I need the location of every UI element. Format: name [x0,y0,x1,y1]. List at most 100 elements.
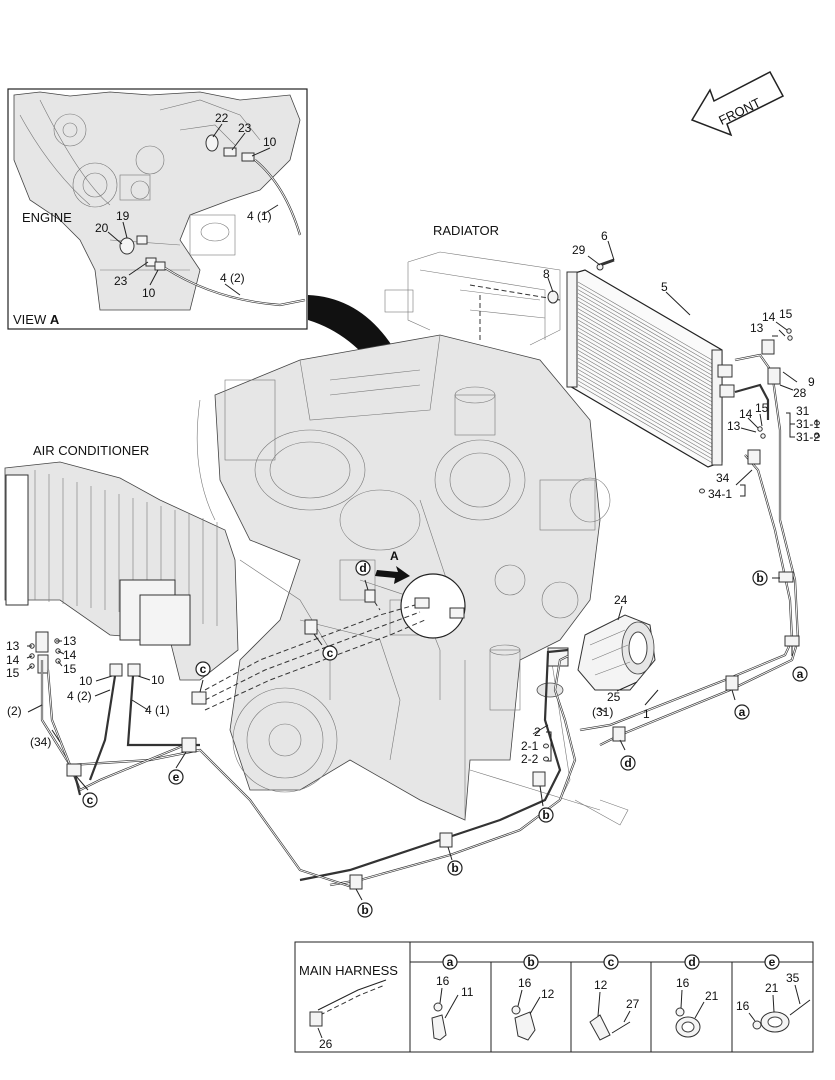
svg-text:a: a [797,667,804,681]
clamp-b-detail: 16 12 [511,976,555,1041]
clamp-d-detail: 16 21 [675,976,719,1038]
label-25: 25 [607,690,621,704]
hose-clamps [66,571,800,890]
label-31-2: 31-2 [796,430,820,444]
clamp-a-part-11: 11 [461,985,474,999]
svg-text:b: b [542,808,549,822]
label-15-top: 15 [779,307,793,321]
clamp-c-detail: 12 27 [589,978,640,1041]
clamp-b-part-12: 12 [541,987,555,1001]
table-header-b: b [499,954,563,970]
callout-c: c [82,792,98,808]
label-6: 6 [601,229,608,243]
air-conditioner-label: AIR CONDITIONER [33,443,149,458]
label-34: 34 [716,471,730,485]
ac-label-10-right: 10 [151,673,165,687]
svg-text:b: b [361,903,368,917]
label-8: 8 [543,267,550,281]
table-header-a: a [418,954,482,970]
inset-label-4-2: 4 (2) [220,271,245,285]
label-13-mid: 13 [727,419,741,433]
view-a-inset: 22 23 10 4 (1) ENGINE 19 20 23 10 4 (2) … [7,88,308,330]
clamp-e-part-16: 16 [736,999,750,1013]
svg-text:b: b [527,955,534,969]
callout-e: e [168,769,184,785]
callout-d: d [620,755,636,771]
inset-label-20: 20 [95,221,109,235]
svg-text:d: d [624,756,631,770]
inset-label-10: 10 [263,135,277,149]
clamp-d-part-21: 21 [705,989,719,1003]
label-2-2: 2-2 [521,752,539,766]
clamp-detail-table: MAIN HARNESS 26 a b c d e 16 11 16 12 12 [294,941,814,1053]
svg-text:b: b [756,571,763,585]
label-9: 9 [808,375,815,389]
view-a-circle [400,573,466,639]
table-header-c: c [579,954,643,970]
label-29: 29 [572,243,586,257]
svg-text:c: c [608,955,615,969]
callout-b: b [447,860,463,876]
callout-b: b [538,807,554,823]
svg-text:d: d [688,955,695,969]
callout-b: b [752,570,768,586]
label-28: 28 [793,386,807,400]
clamp-c-part-27: 27 [626,997,640,1011]
svg-text:b: b [451,861,458,875]
label-31: 31 [796,404,810,418]
svg-text:d: d [359,561,366,575]
ac-label-15-right: 15 [63,662,77,676]
callout-a: a [792,666,808,682]
label-31-1: 31-1 [796,417,820,431]
inset-label-10b: 10 [142,286,156,300]
label-13-top: 13 [750,321,764,335]
main-harness-label: MAIN HARNESS [299,963,398,978]
label-15-mid: 15 [755,401,769,415]
ac-label-13-right: 13 [63,634,77,648]
clamp-b-part-16: 16 [518,976,532,990]
condenser [566,269,735,468]
ac-label-14-right: 14 [63,648,77,662]
inset-label-19: 19 [116,209,130,223]
ac-label-14-left: 14 [6,653,20,667]
callout-c: c [195,661,211,677]
callout-b: b [357,902,373,918]
svg-text:e: e [769,955,776,969]
ac-label-15-left: 15 [6,666,20,680]
view-a-arrow [375,566,410,584]
harness-part-26: 26 [319,1037,333,1051]
label-1: 1 [643,707,650,721]
label-31-paren: (31) [592,705,613,719]
label-2-1: 2-1 [521,739,539,753]
ac-label-34-paren: (34) [30,735,51,749]
table-header-e: e [740,954,804,970]
view-title: VIEW A [13,312,60,327]
inset-label-23: 23 [238,121,252,135]
svg-text:e: e [173,770,180,784]
svg-text:a: a [739,705,746,719]
clamp-e-part-35: 35 [786,971,800,985]
condenser-fittings [699,328,820,494]
label-2: 2 [534,725,541,739]
svg-text:a: a [447,955,454,969]
svg-text:c: c [200,662,207,676]
clamp-c-part-12: 12 [594,978,608,992]
svg-text:c: c [87,793,94,807]
ac-label-4-1: 4 (1) [145,703,170,717]
ac-compressor [536,614,656,698]
view-a-arrow-label: A [390,549,399,563]
clamp-a-detail: 16 11 [431,974,474,1041]
clamp-e-part-21: 21 [765,981,779,995]
engine-block [196,334,629,826]
callout-d: d [355,560,371,576]
label-34-1: 34-1 [708,487,732,501]
front-arrow: FRONT [690,70,785,137]
label-5: 5 [661,280,668,294]
engine-label: ENGINE [22,210,72,225]
table-header-d: d [660,954,724,970]
clamp-d-part-16: 16 [676,976,690,990]
radiator-frame: RADIATOR [384,223,561,346]
radiator-label: RADIATOR [433,223,499,238]
